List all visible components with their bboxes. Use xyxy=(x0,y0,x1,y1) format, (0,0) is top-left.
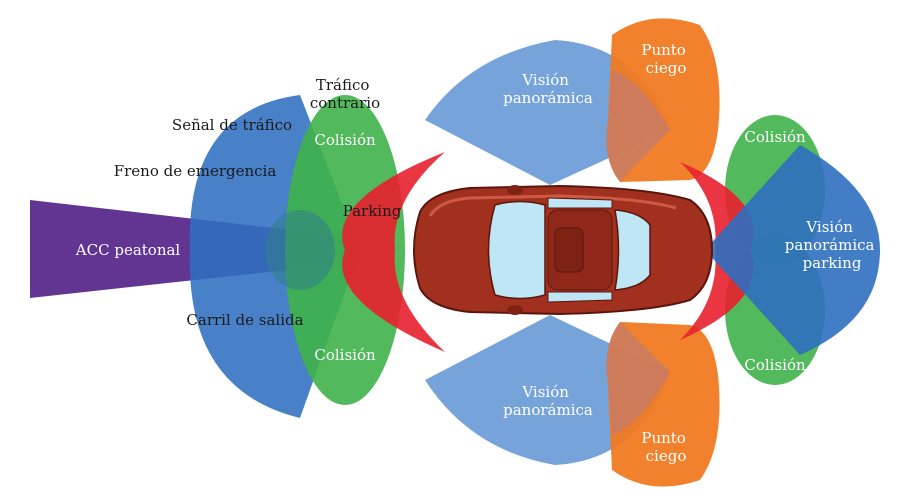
sunroof xyxy=(554,227,584,273)
bottom-vision-line-1: Visión xyxy=(521,383,569,401)
car xyxy=(413,184,714,316)
bottom-vision-label: Visión panorámica xyxy=(503,383,593,419)
bottom-overlap-shade xyxy=(606,322,670,435)
mirror-bottom xyxy=(507,305,523,315)
top-overlap-shade xyxy=(606,70,670,182)
senal-trafico-label: Señal de tráfico xyxy=(172,116,292,134)
trafico-contrario-label: Tráfico contrario xyxy=(310,76,380,112)
parking-label: Parking xyxy=(343,202,402,220)
bottom-vision-line-2: panorámica xyxy=(503,401,593,419)
freno-emergencia-label: Freno de emergencia xyxy=(114,162,277,180)
front-overlap-zone xyxy=(265,210,335,290)
top-blind-spot-line-1: Punto xyxy=(641,41,685,59)
bottom-blind-spot-line-2: ciego xyxy=(646,447,687,465)
rear-collision-bottom-label: Colisión xyxy=(744,356,806,374)
front-collision-bottom-label: Colisión xyxy=(314,346,376,364)
rear-window xyxy=(614,209,651,291)
trafico-contrario-line-2: contrario xyxy=(310,94,380,112)
carril-salida-label: Carril de salida xyxy=(186,311,303,329)
rear-vision-parking-label: Visión panorámica parking xyxy=(785,218,880,272)
acc-peatonal-label: ACC peatonal xyxy=(75,241,181,259)
rear-vision-parking-zone xyxy=(705,145,880,355)
bottom-blind-spot-line-1: Punto xyxy=(641,429,685,447)
top-blind-spot-line-2: ciego xyxy=(646,59,687,77)
rear-collision-top-label: Colisión xyxy=(744,128,806,146)
bottom-blind-spot-label: Punto ciego xyxy=(641,429,690,465)
front-parking-zone xyxy=(342,152,445,352)
top-vision-label: Visión panorámica xyxy=(503,71,593,107)
front-collision-top-label: Colisión xyxy=(314,131,376,149)
side-window-top xyxy=(547,197,613,209)
rear-vision-parking-line-1: Visión xyxy=(805,218,853,236)
rear-vision-parking-line-3: parking xyxy=(803,254,862,272)
windshield xyxy=(487,200,546,300)
top-vision-line-2: panorámica xyxy=(503,89,593,107)
top-blind-spot-label: Punto ciego xyxy=(641,41,690,77)
side-window-bottom xyxy=(547,291,613,303)
trafico-contrario-line-1: Tráfico xyxy=(316,76,370,94)
rear-vision-parking-line-2: panorámica xyxy=(785,236,875,254)
car-body-highlight xyxy=(428,194,677,217)
top-vision-line-1: Visión xyxy=(521,71,569,89)
mirror-top xyxy=(507,185,523,195)
